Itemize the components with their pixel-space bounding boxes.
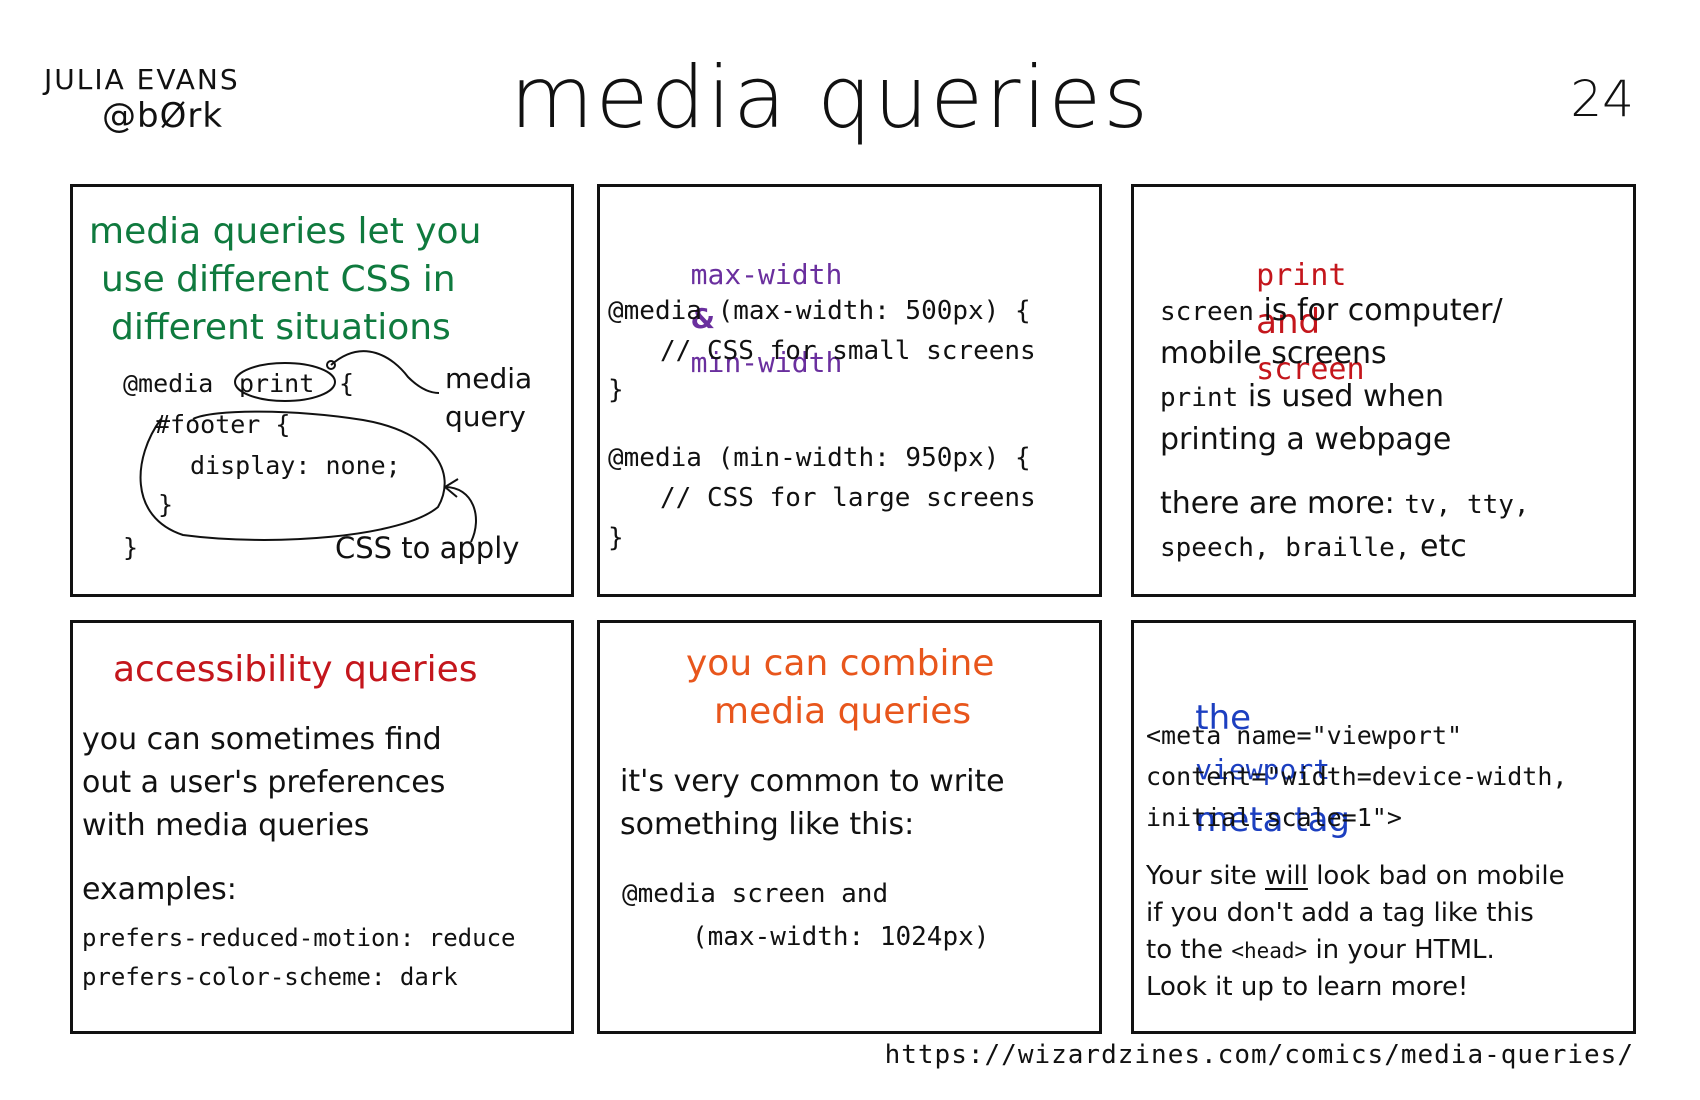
combine-body-line-2: something like this: (620, 807, 915, 842)
combine-code-line-2: (max-width: 1024px) (692, 922, 990, 952)
combine-heading-line-1: you can combine (686, 643, 995, 684)
intro-heading-line-3: different situations (111, 307, 451, 348)
accessibility-body-line-3: with media queries (82, 808, 370, 843)
annotation-media-query-line-2: query (445, 400, 526, 433)
print-screen-heading-screen: screen (1256, 352, 1365, 387)
accessibility-body-line-2: out a user's preferences (82, 765, 446, 800)
author-name: JULIA EVANS (44, 63, 240, 96)
viewport-heading-the: the (1195, 698, 1252, 738)
viewport-text-line-1: Your site will look bad on mobile (1146, 861, 1565, 891)
combine-code-line-1: @media screen and (622, 879, 889, 909)
annotation-arrows (139, 350, 477, 543)
combine-heading-line-2: media queries (714, 691, 972, 732)
panel-intro: media queries let you use different CSS … (70, 184, 574, 597)
print-screen-heading-and: and (1256, 302, 1321, 342)
width-heading-min: min-width (690, 346, 843, 379)
width-code-line-4: @media (min-width: 950px) { (608, 443, 1031, 473)
print-highlight-ellipse (234, 362, 336, 402)
viewport-heading: the viewport meta tag (1152, 643, 1350, 895)
width-heading: max-width & min-width (655, 209, 843, 429)
panel-print-screen: print and screen screen is for computer/… (1131, 184, 1636, 597)
annotation-media-query-line-1: media (445, 362, 533, 395)
viewport-code-line-2: content="width=device-width, (1146, 762, 1568, 791)
viewport-code-line-1: <meta name="viewport" (1146, 721, 1463, 750)
css-block-loop (139, 410, 446, 541)
panel-viewport: the viewport meta tag <meta name="viewpo… (1131, 620, 1636, 1034)
width-code-line-3: } (608, 375, 624, 405)
intro-code-open-brace: { (339, 369, 355, 398)
viewport-code-line-3: initial-scale=1"> (1146, 803, 1402, 832)
panel-width: max-width & min-width @media (max-width:… (597, 184, 1102, 597)
source-url[interactable]: https://wizardzines.com/comics/media-que… (884, 1040, 1634, 1070)
accessibility-body-line-1: you can sometimes find (82, 722, 442, 757)
width-code-line-5: // CSS for large screens (660, 483, 1036, 513)
accessibility-example-1: prefers-reduced-motion: reduce (82, 924, 516, 952)
page-title: media queries (509, 48, 1151, 148)
intro-code-print: print (239, 369, 315, 398)
width-heading-max: max-width (690, 258, 843, 291)
accessibility-examples-label: examples: (82, 872, 237, 907)
print-screen-line-4: printing a webpage (1160, 422, 1452, 457)
css-to-apply-arrowhead (444, 478, 459, 498)
print-screen-line-5: there are more: tv, tty, (1160, 486, 1530, 521)
intro-heading-line-2: use different CSS in (101, 259, 456, 300)
print-screen-line-2: mobile screens (1160, 336, 1387, 371)
panel-combine: you can combine media queries it's very … (597, 620, 1102, 1034)
css-to-apply-arrow (444, 486, 477, 543)
print-screen-line-1: screen is for computer/ (1160, 293, 1503, 328)
viewport-text-line-2: if you don't add a tag like this (1146, 898, 1534, 928)
intro-heading-line-1: media queries let you (89, 211, 482, 252)
panel-accessibility: accessibility queries you can sometimes … (70, 620, 574, 1034)
intro-code-outer-close: } (123, 533, 139, 562)
viewport-text-line-4: Look it up to learn more! (1146, 972, 1469, 1002)
combine-body-line-1: it's very common to write (620, 764, 1005, 799)
intro-code-inner-close: } (158, 490, 174, 519)
print-screen-heading-print: print (1256, 258, 1347, 293)
intro-code-media: @media (123, 369, 214, 398)
print-screen-heading: print and screen (1218, 207, 1365, 439)
intro-code-display: display: none; (190, 451, 401, 480)
width-code-line-6: } (608, 523, 624, 553)
width-code-line-1: @media (max-width: 500px) { (608, 296, 1031, 326)
page-number: 24 (1570, 70, 1634, 128)
width-code-line-2: // CSS for small screens (660, 336, 1036, 366)
author-credit: JULIA EVANS @bØrk (44, 62, 274, 134)
print-screen-line-6: speech, braille, etc (1160, 529, 1467, 564)
width-heading-amp: & (690, 302, 716, 335)
media-query-pointer (330, 350, 440, 394)
accessibility-example-2: prefers-color-scheme: dark (82, 963, 458, 991)
print-screen-line-3: print is used when (1160, 379, 1445, 414)
viewport-text-line-3: to the <head> in your HTML. (1146, 935, 1495, 965)
accessibility-heading: accessibility queries (113, 649, 478, 690)
annotation-css-to-apply: CSS to apply (335, 531, 520, 565)
viewport-heading-code: viewport (1195, 753, 1331, 786)
viewport-heading-meta: meta tag (1195, 800, 1350, 840)
author-handle: @bØrk (102, 96, 224, 136)
media-query-pointer-dot (326, 360, 336, 370)
